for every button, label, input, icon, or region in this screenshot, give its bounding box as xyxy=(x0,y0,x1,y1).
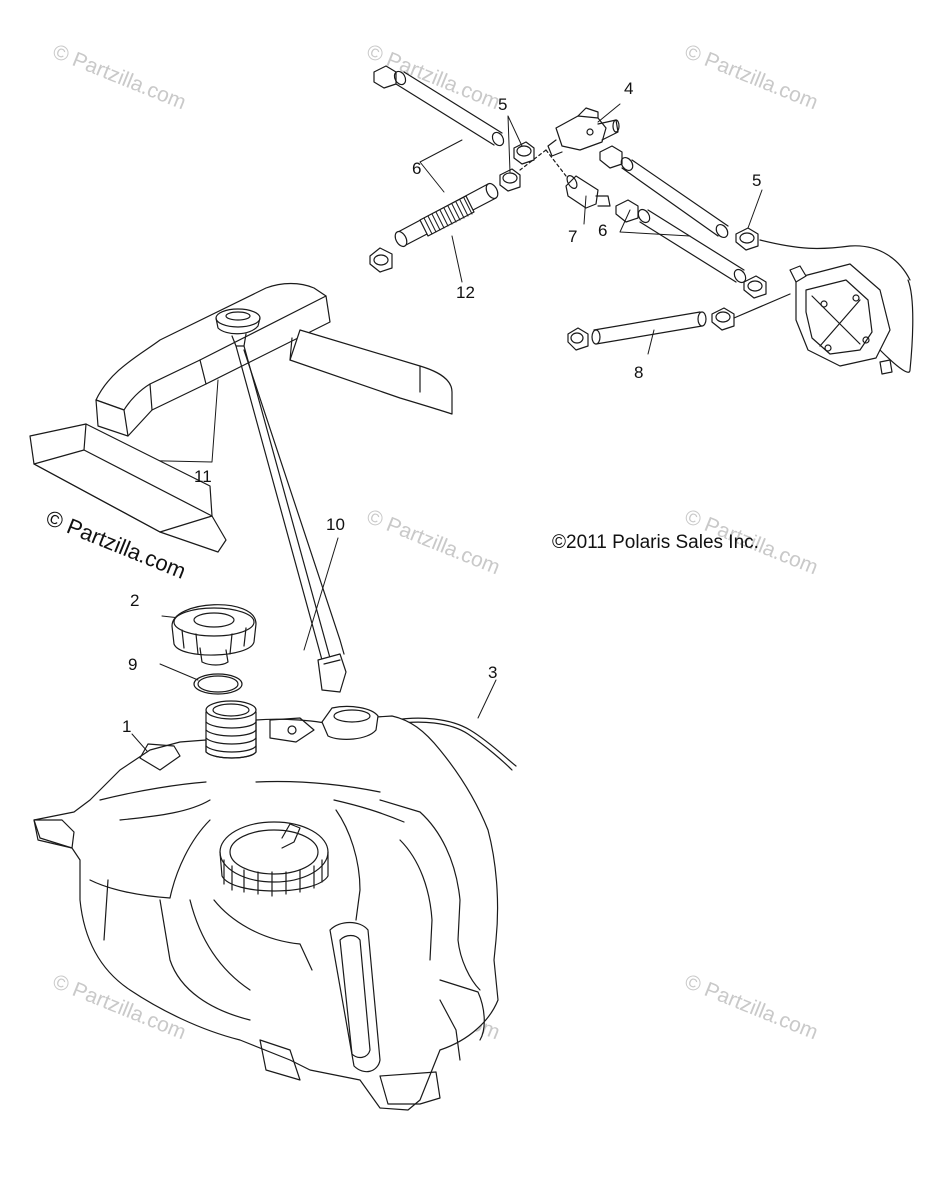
fuel-line-8 xyxy=(568,294,790,350)
fuel-pump xyxy=(790,264,913,374)
callout-6: 6 xyxy=(598,221,608,240)
callout-11: 11 xyxy=(194,467,212,486)
vent-hose-12 xyxy=(370,182,500,272)
callout-3: 3 xyxy=(488,663,498,682)
leader-lines xyxy=(124,104,762,768)
clamp-5-middle xyxy=(500,169,520,191)
callout-12: 12 xyxy=(456,283,475,302)
clamp-right-lower xyxy=(744,276,766,298)
callout-8: 8 xyxy=(634,363,644,382)
callout-6: 6 xyxy=(412,159,422,178)
copyright-text: ©2011 Polaris Sales Inc. xyxy=(552,532,759,553)
vent-line-3 xyxy=(394,718,516,766)
o-ring-9 xyxy=(194,674,242,694)
callout-5: 5 xyxy=(752,171,762,190)
clamp-5-upper xyxy=(514,142,534,164)
callout-1: 1 xyxy=(122,717,132,736)
callout-4: 4 xyxy=(624,79,634,98)
hose-right-upper xyxy=(600,146,730,240)
callout-2: 2 xyxy=(130,591,140,610)
fitting-4 xyxy=(548,108,619,156)
callout-7: 7 xyxy=(568,227,578,246)
hose-upper-left xyxy=(374,66,506,148)
fuel-sender-10 xyxy=(216,309,346,692)
foam-shield-11 xyxy=(30,284,452,553)
fuel-tank-1 xyxy=(34,701,498,1110)
fitting-7 xyxy=(565,174,610,208)
callout-5: 5 xyxy=(498,95,508,114)
callout-10: 10 xyxy=(326,515,345,534)
hose-right-lower xyxy=(616,200,748,285)
callout-9: 9 xyxy=(128,655,138,674)
clamp-5-right xyxy=(736,228,758,250)
fuel-cap-2 xyxy=(172,605,256,665)
